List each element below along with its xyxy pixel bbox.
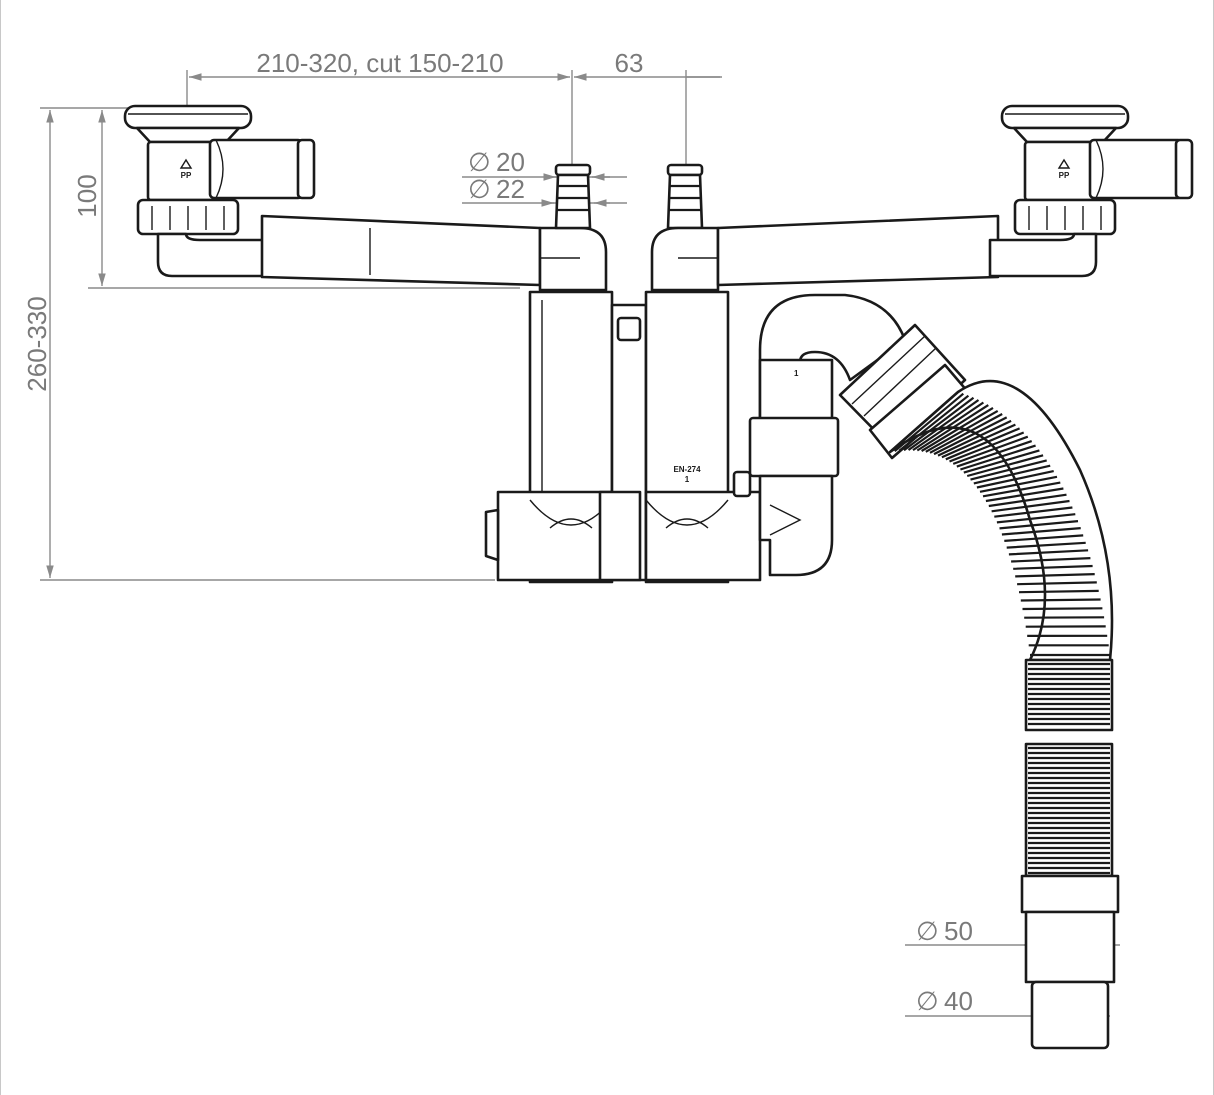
dim-outlet-large: 50: [944, 916, 973, 946]
dim-inlet-large: 22: [496, 174, 525, 204]
dim-top-span: 210-320, cut 150-210: [256, 48, 503, 78]
left-trap-body: [484, 290, 614, 584]
material-mark-right: PP: [1059, 171, 1070, 180]
dim-inlet-small: 20: [496, 147, 525, 177]
dim-top-gap: 63: [615, 48, 644, 78]
right-trap-body: EN-274 1: [644, 290, 762, 584]
dim-symbol-inlet-large: ∅: [468, 174, 491, 204]
right-inlet-spigot: [666, 163, 704, 230]
dim-height-total: 260-330: [22, 296, 52, 391]
left-overflow-arm: [260, 214, 608, 292]
standard-mark: EN-274: [673, 465, 701, 474]
outlet-adapter: [1020, 874, 1120, 1050]
u-bend: 1: [748, 293, 907, 577]
dim-outlet-small: 40: [944, 986, 973, 1016]
flex-hose-connector: [838, 323, 970, 460]
dim-symbol-outlet-small: ∅: [916, 986, 939, 1016]
standard-class-mark: 1: [685, 475, 690, 484]
flex-hose-lower: [1024, 658, 1114, 878]
left-strainer: PP: [123, 104, 316, 278]
right-strainer: PP: [988, 104, 1194, 278]
flex-hose-upper: [888, 379, 1114, 662]
left-inlet-spigot: [554, 163, 592, 230]
elbow-mark: 1: [794, 369, 799, 378]
dim-symbol-inlet-small: ∅: [468, 147, 491, 177]
material-mark-left: PP: [181, 171, 192, 180]
dim-height-upper: 100: [72, 174, 102, 217]
dim-symbol-outlet-large: ∅: [916, 916, 939, 946]
right-overflow-arm: [650, 214, 1000, 292]
